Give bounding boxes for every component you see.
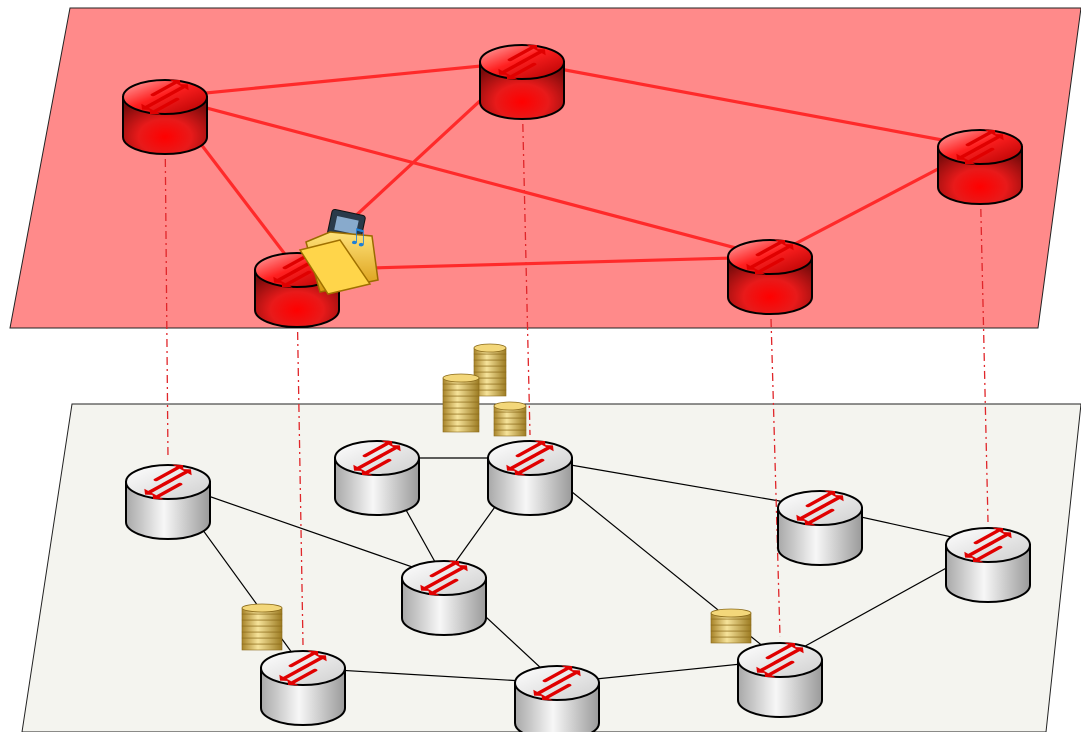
mapping-line <box>296 295 304 646</box>
router-arrows-icon <box>498 44 546 80</box>
mapping-line <box>979 172 989 523</box>
router-arrows-icon <box>796 490 844 526</box>
media-folder-icon: ♫ <box>298 208 379 295</box>
mapping-line <box>521 87 531 436</box>
mapping-lines <box>164 87 989 646</box>
router-arrows-icon <box>746 239 794 275</box>
physical-routers <box>125 440 1031 732</box>
router-arrows-icon <box>964 527 1012 563</box>
virtual-router-icon <box>937 129 1023 205</box>
physical-router-icon <box>401 560 487 636</box>
coin-stack-icon <box>710 608 752 644</box>
virtual-router-icon <box>727 239 813 315</box>
physical-router-icon <box>487 440 573 516</box>
virtual-routers <box>122 44 1023 328</box>
physical-router-icon <box>945 527 1031 603</box>
physical-router-icon <box>334 440 420 516</box>
mapping-line <box>769 282 781 638</box>
router-arrows-icon <box>141 79 189 115</box>
virtual-network-plane <box>9 7 1081 329</box>
physical-router-icon <box>514 665 600 732</box>
router-arrows-icon <box>956 129 1004 165</box>
virtual-router-icon <box>479 44 565 120</box>
svg-text:♫: ♫ <box>348 225 368 250</box>
physical-router-icon <box>777 490 863 566</box>
physical-router-icon <box>125 464 211 540</box>
router-arrows-icon <box>353 440 401 476</box>
router-arrows-icon <box>279 650 327 686</box>
physical-router-icon <box>737 642 823 718</box>
physical-router-icon <box>260 650 346 726</box>
virtual-router-icon <box>122 79 208 155</box>
virtual-link <box>164 95 771 259</box>
coin-stack-icon <box>241 603 283 651</box>
router-arrows-icon <box>533 665 581 701</box>
physical-link <box>529 457 821 509</box>
router-arrows-icon <box>420 560 468 596</box>
physical-network-plane <box>21 403 1081 732</box>
router-arrows-icon <box>144 464 192 500</box>
router-arrows-icon <box>506 440 554 476</box>
physical-link <box>167 481 445 579</box>
virtual-link <box>521 60 981 149</box>
large-coin-stack-icon <box>442 343 527 437</box>
mapping-line <box>164 122 169 460</box>
virtual-link <box>164 60 523 99</box>
router-arrows-icon <box>756 642 804 678</box>
